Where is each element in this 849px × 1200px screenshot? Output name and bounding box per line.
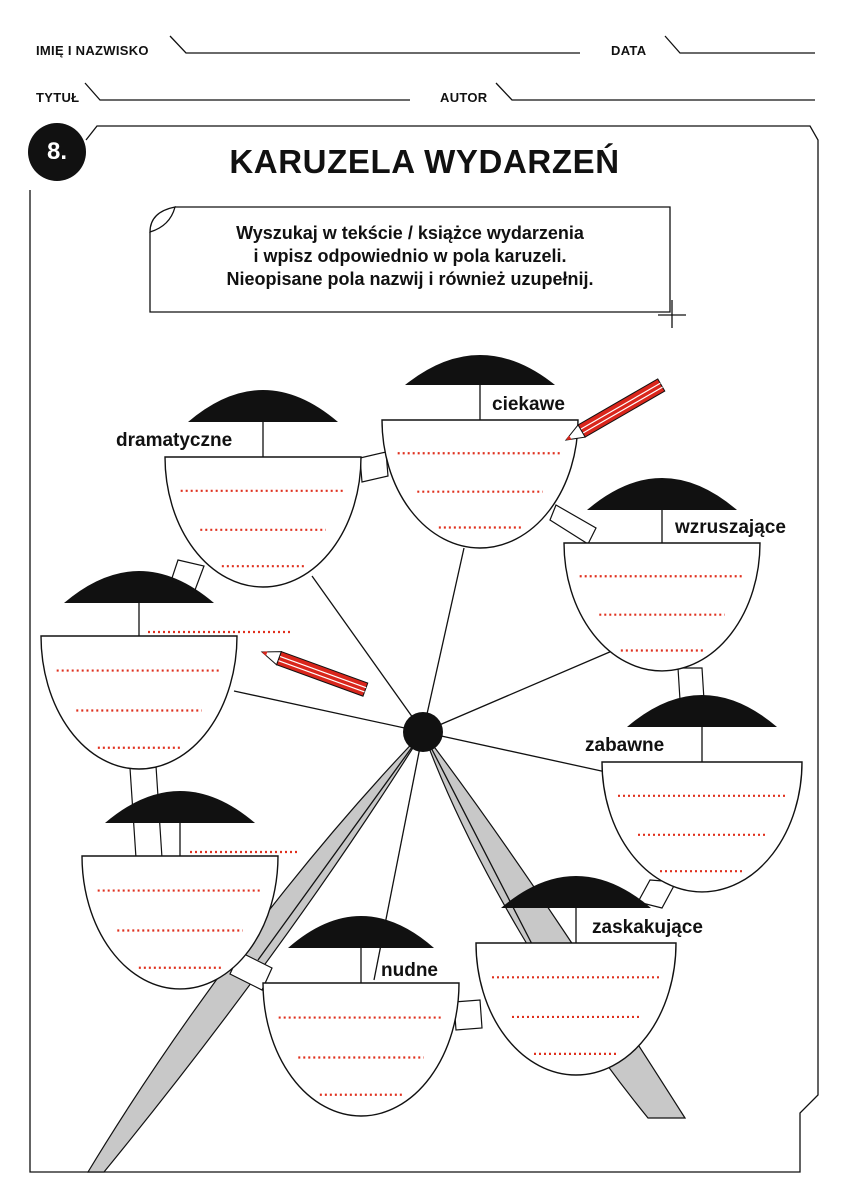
- pencil-icon: [260, 650, 369, 697]
- cabin-bowl[interactable]: [475, 942, 677, 1076]
- cabin-roof: [587, 478, 737, 510]
- title-field-label: TYTUŁ: [36, 90, 80, 105]
- exercise-number-badge: 8.: [28, 123, 86, 181]
- cabins-layer: [40, 355, 803, 1117]
- cabin-ciekawe: [381, 355, 579, 549]
- cabin-roof: [288, 916, 434, 948]
- wheel-hub: [403, 712, 443, 752]
- cabin-roof: [64, 571, 214, 603]
- date-label: DATA: [611, 43, 647, 58]
- cabin-left-bottom: [81, 791, 298, 990]
- cabin-bowl[interactable]: [40, 635, 238, 770]
- instructions: Wyszukaj w tekście / książce wydarzenia …: [150, 222, 670, 291]
- author-line[interactable]: [495, 82, 815, 101]
- cabin-label-zaskakujace: zaskakujące: [592, 917, 703, 938]
- cabin-roof: [405, 355, 555, 385]
- instruction-line: i wpisz odpowiednio w pola karuzeli.: [253, 246, 567, 266]
- cabin-roof: [627, 695, 777, 727]
- wheel-spokes: [233, 547, 613, 981]
- name-label: IMIĘ I NAZWISKO: [36, 43, 149, 58]
- cabin-label-zabawne: zabawne: [585, 735, 665, 756]
- cabin-bowl[interactable]: [601, 761, 803, 893]
- cabin-bowl[interactable]: [262, 982, 460, 1117]
- cabin-nudne: [262, 916, 460, 1117]
- cabin-dramatyczne: [164, 390, 362, 588]
- cabin-bowl[interactable]: [381, 419, 579, 549]
- cabin-label-ciekawe: ciekawe: [492, 394, 565, 415]
- name-line[interactable]: [169, 35, 580, 54]
- cabin-zaskakujace: [475, 876, 677, 1076]
- pencil-icon: [564, 378, 666, 441]
- title-line[interactable]: [84, 82, 410, 101]
- cabin-label-wzruszajace: wzruszające: [675, 517, 786, 538]
- page-title: KARUZELA WYDARZEŃ: [229, 143, 620, 180]
- instruction-line: Nieopisane pola nazwij i również uzupełn…: [226, 269, 594, 289]
- cabin-roof: [501, 876, 651, 908]
- cabin-roof: [105, 791, 255, 823]
- cabin-bowl[interactable]: [164, 456, 362, 588]
- cabin-label-dramatyczne: dramatyczne: [116, 430, 233, 451]
- cabin-label-nudne: nudne: [381, 960, 438, 981]
- cabin-wzruszajace: [563, 478, 761, 672]
- cabin-bowl[interactable]: [563, 542, 761, 672]
- date-line[interactable]: [664, 35, 815, 54]
- cabin-bowl[interactable]: [81, 855, 279, 990]
- page-frame: [29, 125, 819, 1173]
- instruction-line: Wyszukaj w tekście / książce wydarzenia: [236, 223, 584, 243]
- instruction-box: [149, 206, 686, 328]
- cabin-roof: [188, 390, 338, 422]
- cabin-left-top: [40, 571, 290, 770]
- author-label: AUTOR: [440, 90, 488, 105]
- cabin-zabawne: [601, 695, 803, 893]
